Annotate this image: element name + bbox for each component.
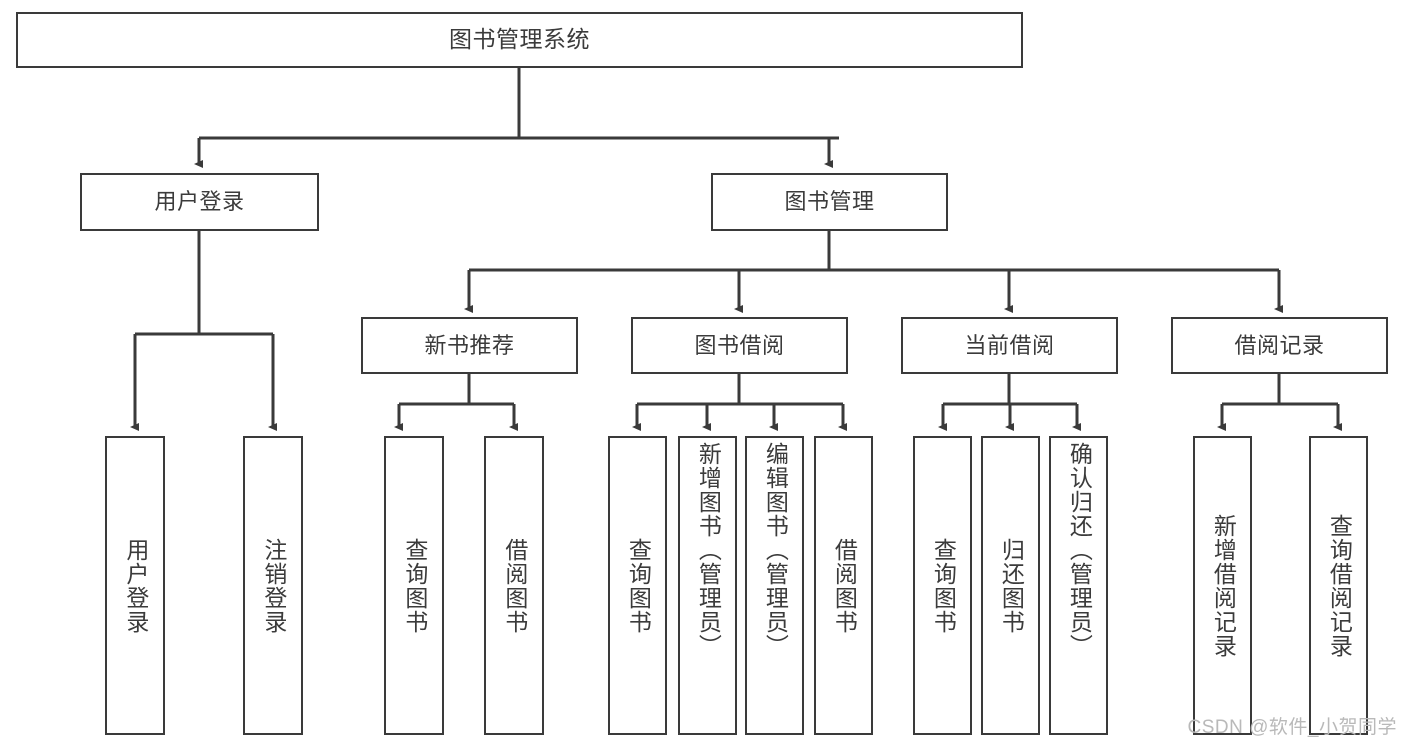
- node-book-borrow[interactable]: 图书借阅: [631, 317, 848, 374]
- node-leaf-user-login-label: 用户登录: [122, 537, 149, 634]
- node-leaf-borrow-book-label: 借阅图书: [831, 537, 858, 634]
- leaf-inner: 归还图书: [983, 438, 1038, 733]
- node-leaf-borrow-book-recommend-label: 借阅图书: [501, 537, 528, 634]
- leaf-inner: 查询图书: [610, 438, 665, 733]
- node-new-book-recommend-label: 新书推荐: [424, 332, 515, 358]
- node-leaf-borrow-book[interactable]: 借阅图书: [814, 436, 873, 735]
- node-leaf-add-book-admin[interactable]: 新增图书（管理员）: [678, 436, 737, 735]
- leaf-inner: 新增图书（管理员）: [680, 438, 735, 737]
- leaf-inner: 注销登录: [245, 438, 301, 733]
- node-leaf-add-borrow-record[interactable]: 新增借阅记录: [1193, 436, 1252, 735]
- node-leaf-logout-label: 注销登录: [260, 537, 287, 634]
- node-leaf-return-book[interactable]: 归还图书: [981, 436, 1040, 735]
- node-leaf-query-borrow-record[interactable]: 查询借阅记录: [1309, 436, 1368, 735]
- node-leaf-edit-book-admin-label: 编辑图书（管理员）: [762, 442, 789, 658]
- node-leaf-query-borrow-record-label: 查询借阅记录: [1326, 513, 1353, 658]
- leaf-inner: 查询借阅记录: [1311, 438, 1366, 733]
- node-leaf-query-book-recommend[interactable]: 查询图书: [384, 436, 444, 735]
- node-leaf-query-book-borrow[interactable]: 查询图书: [608, 436, 667, 735]
- node-current-borrow-label: 当前借阅: [964, 332, 1055, 358]
- node-leaf-confirm-return-admin-label: 确认归还（管理员）: [1066, 442, 1093, 658]
- leaf-inner: 新增借阅记录: [1195, 438, 1250, 733]
- node-leaf-query-book-borrow-label: 查询图书: [625, 537, 652, 634]
- leaf-inner: 用户登录: [107, 438, 163, 733]
- leaf-inner: 借阅图书: [486, 438, 542, 733]
- node-current-borrow[interactable]: 当前借阅: [901, 317, 1118, 374]
- node-leaf-query-book-current[interactable]: 查询图书: [913, 436, 972, 735]
- node-leaf-borrow-book-recommend[interactable]: 借阅图书: [484, 436, 544, 735]
- node-leaf-confirm-return-admin[interactable]: 确认归还（管理员）: [1049, 436, 1108, 735]
- node-book-borrow-label: 图书借阅: [694, 332, 785, 358]
- node-leaf-add-borrow-record-label: 新增借阅记录: [1210, 513, 1237, 658]
- leaf-inner: 确认归还（管理员）: [1051, 438, 1106, 737]
- node-leaf-query-book-recommend-label: 查询图书: [401, 537, 428, 634]
- node-borrow-record[interactable]: 借阅记录: [1171, 317, 1388, 374]
- node-root-book-management-system[interactable]: 图书管理系统: [16, 12, 1023, 68]
- node-leaf-edit-book-admin[interactable]: 编辑图书（管理员）: [745, 436, 804, 735]
- node-user-login[interactable]: 用户登录: [80, 173, 319, 231]
- node-book-management-label: 图书管理: [784, 189, 875, 215]
- leaf-inner: 编辑图书（管理员）: [747, 438, 802, 737]
- node-leaf-logout[interactable]: 注销登录: [243, 436, 303, 735]
- node-book-management[interactable]: 图书管理: [711, 173, 948, 231]
- node-leaf-return-book-label: 归还图书: [998, 537, 1025, 634]
- leaf-inner: 借阅图书: [816, 438, 871, 733]
- node-borrow-record-label: 借阅记录: [1234, 332, 1325, 358]
- node-leaf-add-book-admin-label: 新增图书（管理员）: [695, 442, 722, 658]
- leaf-inner: 查询图书: [915, 438, 970, 733]
- node-new-book-recommend[interactable]: 新书推荐: [361, 317, 578, 374]
- node-leaf-user-login[interactable]: 用户登录: [105, 436, 165, 735]
- leaf-inner: 查询图书: [386, 438, 442, 733]
- node-user-login-label: 用户登录: [154, 189, 245, 215]
- node-root-label: 图书管理系统: [449, 26, 590, 53]
- csdn-watermark: CSDN @软件_小贺同学: [1187, 717, 1397, 738]
- node-leaf-query-book-current-label: 查询图书: [930, 537, 957, 634]
